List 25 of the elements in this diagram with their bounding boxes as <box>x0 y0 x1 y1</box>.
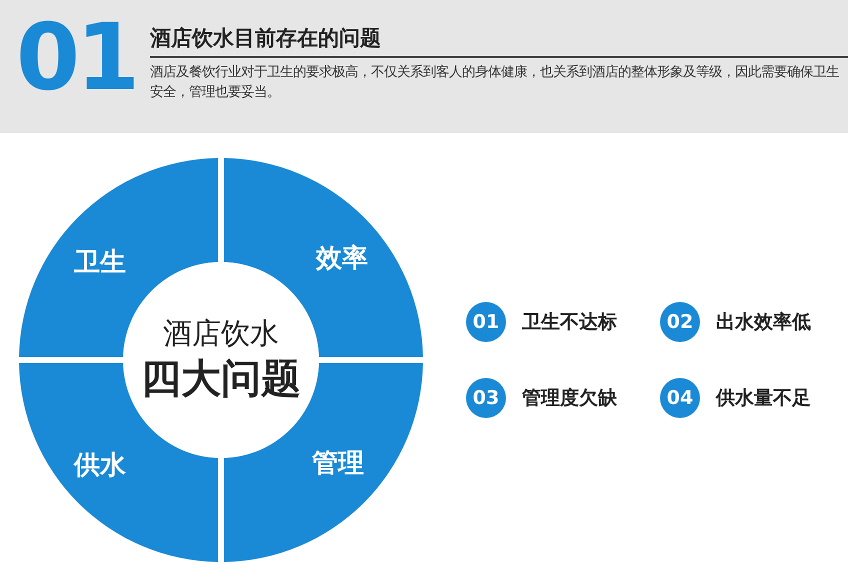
description-paragraph: 酒店及餐饮行业对于卫生的要求极高，不仅关系到客人的身体健康，也关系到酒店的整体形象及等级，因此需要确保卫生安全，管理也要妥当。 <box>150 64 840 102</box>
number-circle <box>660 378 700 418</box>
segment-label: 卫生 <box>74 246 126 280</box>
segment-label: 供水 <box>74 450 126 482</box>
item-text: 供水量不足 <box>716 386 811 411</box>
ring-segment <box>221 158 423 360</box>
item-text: 卫生不达标 <box>522 310 617 335</box>
section-number: 01 <box>16 12 136 104</box>
center-subheading: 酒店饮水 <box>163 315 279 352</box>
ring-segment <box>19 158 221 360</box>
segment-label: 效率 <box>316 242 368 276</box>
number-circle <box>466 302 506 342</box>
ring-segment <box>221 360 423 562</box>
item-number: 04 <box>666 387 694 409</box>
segment-label: 管理 <box>312 448 364 480</box>
item-text: 出水效率低 <box>716 310 811 335</box>
ring-segment <box>19 360 221 562</box>
title: 酒店饮水目前存在的问题 <box>150 25 381 52</box>
item-number: 01 <box>472 311 500 333</box>
item-number: 03 <box>472 387 500 409</box>
item-text: 管理度欠缺 <box>522 386 617 411</box>
item-number: 02 <box>666 311 694 333</box>
center-heading: 四大问题 <box>141 354 301 404</box>
number-circle <box>466 378 506 418</box>
number-circle <box>660 302 700 342</box>
